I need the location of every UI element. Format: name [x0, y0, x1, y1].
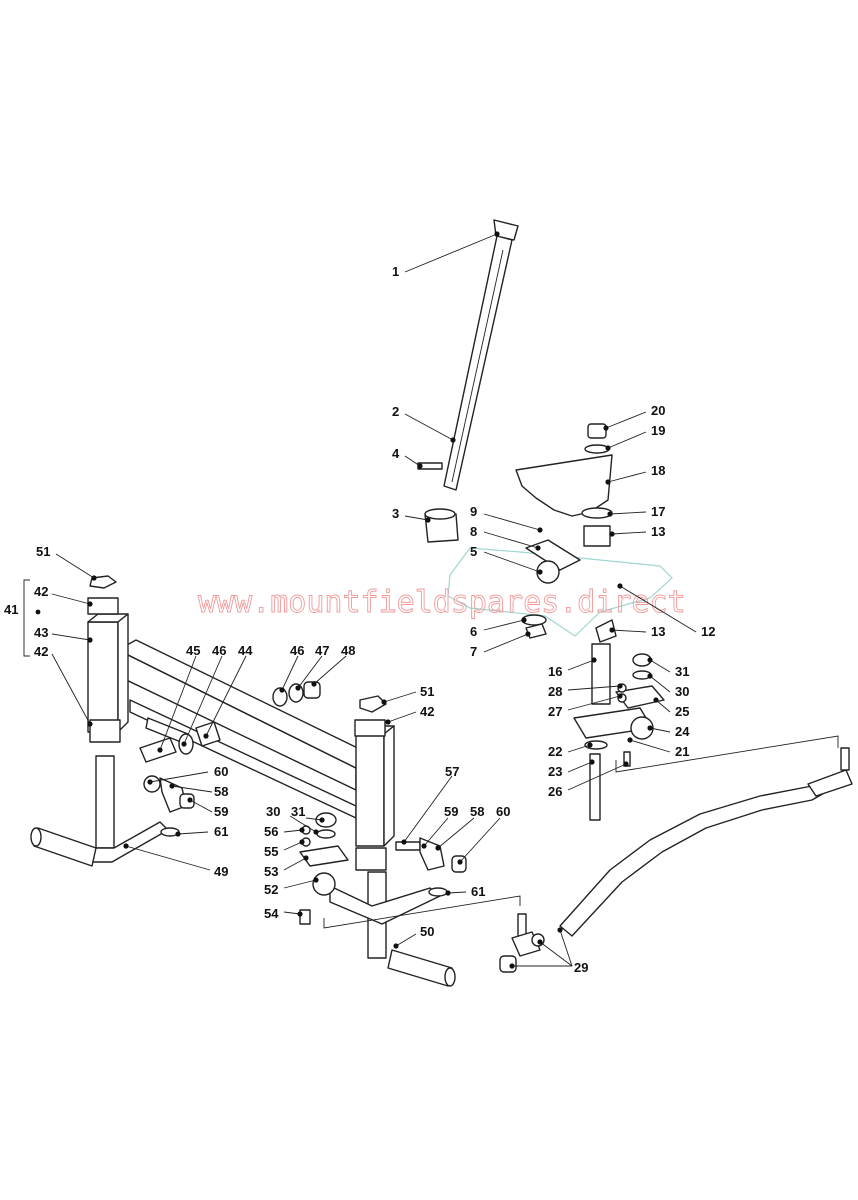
callout-31-left: 31	[291, 804, 305, 819]
callout-58-left: 58	[214, 784, 228, 799]
callout-59-right: 59	[444, 804, 458, 819]
washer	[584, 444, 610, 454]
callout-9: 9	[470, 504, 477, 519]
callout-18: 18	[651, 463, 665, 478]
callout-46-right: 46	[290, 643, 304, 658]
callout-61-right: 61	[471, 884, 485, 899]
pivot-arm-assembly	[573, 619, 665, 821]
callout-27: 27	[548, 704, 562, 719]
callout-43: 43	[34, 625, 48, 640]
callout-13-top: 13	[651, 524, 665, 539]
front-axle-beam	[87, 597, 395, 871]
callout-42-top-left: 42	[34, 584, 48, 599]
callout-21: 21	[675, 744, 689, 759]
callout-52: 52	[264, 882, 278, 897]
bush	[583, 525, 611, 547]
callout-45: 45	[186, 643, 200, 658]
callout-8: 8	[470, 524, 477, 539]
callout-12: 12	[701, 624, 715, 639]
drag-link	[499, 747, 853, 973]
callout-46-left: 46	[212, 643, 226, 658]
callout-53: 53	[264, 864, 278, 879]
callout-26: 26	[548, 784, 562, 799]
steering-arm-hardware	[299, 812, 349, 925]
callout-30-right: 30	[675, 684, 689, 699]
callout-24: 24	[675, 724, 690, 739]
callout-51-right: 51	[420, 684, 434, 699]
nut	[587, 423, 607, 439]
spacer	[195, 721, 221, 747]
callout-61-left: 61	[214, 824, 228, 839]
callout-20: 20	[651, 403, 665, 418]
steering-column	[443, 219, 519, 491]
pinion-gear	[424, 508, 459, 543]
callout-2: 2	[392, 404, 399, 419]
callout-42-right: 42	[420, 704, 434, 719]
callout-60-left: 60	[214, 764, 228, 779]
callout-13-bottom: 13	[651, 624, 665, 639]
callout-56: 56	[264, 824, 278, 839]
callout-16: 16	[548, 664, 562, 679]
callout-31-right: 31	[675, 664, 689, 679]
callout-4: 4	[392, 446, 400, 461]
callout-54: 54	[264, 906, 279, 921]
callout-labels: 1 2 3 4 5 6 7 8 9 12 13 13 16	[4, 231, 715, 975]
callout-51-left: 51	[36, 544, 50, 559]
callout-3: 3	[392, 506, 399, 521]
left-stub-axle	[30, 755, 169, 867]
ball-joint	[536, 560, 560, 584]
callout-17: 17	[651, 504, 665, 519]
watermark-text: www.mountfieldspares.direct	[198, 585, 686, 620]
callout-23: 23	[548, 764, 562, 779]
callout-49: 49	[214, 864, 228, 879]
reference-bracket	[615, 735, 839, 773]
e-clip	[359, 695, 387, 713]
callout-29: 29	[574, 960, 588, 975]
callout-42-bottom-left: 42	[34, 644, 48, 659]
callout-25: 25	[675, 704, 689, 719]
sector-gear	[515, 454, 613, 517]
callout-41: 41	[4, 602, 18, 617]
callout-30-left: 30	[266, 804, 280, 819]
callout-7: 7	[470, 644, 477, 659]
callout-1: 1	[392, 264, 399, 279]
reference-bracket	[323, 895, 521, 929]
callout-55: 55	[264, 844, 278, 859]
watermark: www.mountfieldspares.direct	[198, 547, 686, 637]
group-bracket	[23, 579, 30, 657]
callout-22: 22	[548, 744, 562, 759]
callout-60-right: 60	[496, 804, 510, 819]
callout-5: 5	[470, 544, 477, 559]
e-clip	[89, 575, 117, 589]
callout-59-left: 59	[214, 804, 228, 819]
callout-19: 19	[651, 423, 665, 438]
callout-47: 47	[315, 643, 329, 658]
callout-6: 6	[470, 624, 477, 639]
callout-28: 28	[548, 684, 562, 699]
right-stub-axle	[329, 871, 456, 987]
callout-57: 57	[445, 764, 459, 779]
callout-48: 48	[341, 643, 355, 658]
callout-44: 44	[238, 643, 253, 658]
callout-50: 50	[420, 924, 434, 939]
callout-58-right: 58	[470, 804, 484, 819]
